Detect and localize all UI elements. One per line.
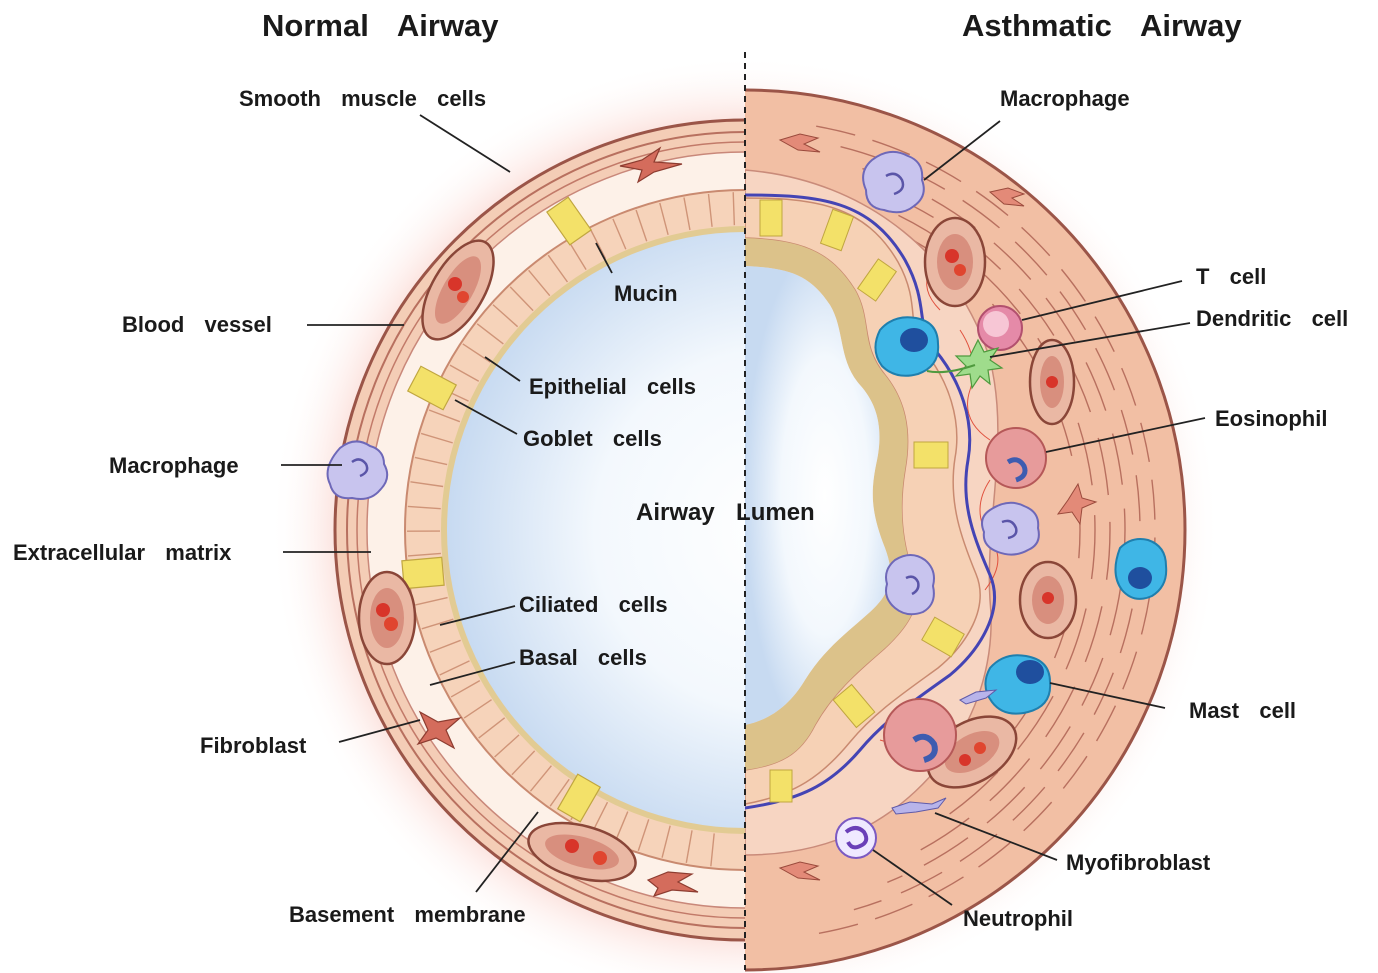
eosinophil [884,699,956,771]
normal-airway-title: Normal Airway [262,10,499,41]
label-macrophage-asthmatic: Macrophage [1000,88,1130,110]
label-ciliated-cells: Ciliated cells [519,594,668,616]
label-mucin: Mucin [614,283,678,305]
eosinophil [986,428,1046,488]
label-macrophage-normal: Macrophage [109,455,239,477]
macrophage [863,152,924,212]
label-t-cell: T cell [1196,266,1266,288]
mast-cell [985,655,1050,713]
neutrophil [836,818,876,858]
goblet-cell [914,442,948,468]
label-goblet-cells: Goblet cells [523,428,662,450]
label-basement-membrane: Basement membrane [289,904,526,926]
label-mast-cell: Mast cell [1189,700,1296,722]
label-extracellular-matrix: Extracellular matrix [13,542,231,564]
asthmatic-airway-title: Asthmatic Airway [962,10,1242,41]
label-epithelial-cells: Epithelial cells [529,376,696,398]
label-myofibroblast: Myofibroblast [1066,852,1210,874]
macrophage [982,503,1039,555]
goblet-cell [402,557,444,588]
label-neutrophil: Neutrophil [963,908,1073,930]
goblet-cell [770,770,792,802]
label-smooth-muscle-cells: Smooth muscle cells [239,88,486,110]
t-cell [978,306,1022,350]
label-fibroblast: Fibroblast [200,735,306,757]
label-blood-vessel: Blood vessel [122,314,272,336]
label-eosinophil: Eosinophil [1215,408,1327,430]
label-airway-lumen: Airway Lumen [636,501,815,525]
goblet-cell [760,200,782,236]
mast-cell [875,317,938,376]
label-basal-cells: Basal cells [519,647,647,669]
label-dendritic-cell: Dendritic cell [1196,308,1348,330]
mast-cell [1115,539,1166,599]
macrophage [886,555,934,614]
